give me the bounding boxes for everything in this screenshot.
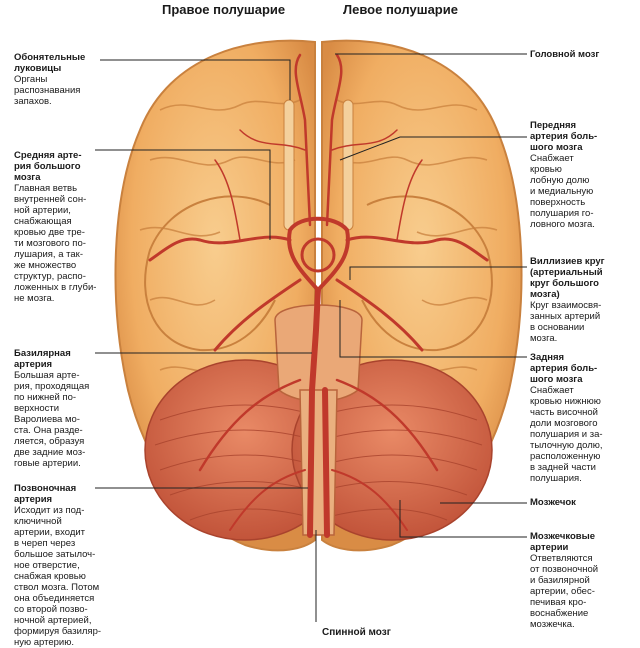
label-cerebellar-desc: Ответвляются от позвоночной и базилярной… bbox=[530, 553, 599, 630]
label-middle-cerebral-desc: Главная ветвь внутренней сон- ной артери… bbox=[14, 183, 97, 304]
label-cerebellum: Мозжечок bbox=[530, 497, 634, 508]
olfactory-bulb-left bbox=[342, 99, 354, 231]
label-willis-title: Виллизиев круг (артериальный круг большо… bbox=[530, 256, 605, 300]
spinal-cord bbox=[299, 389, 338, 536]
label-anterior-cerebral-artery: Передняя артерия боль- шого мозга Снабжа… bbox=[530, 120, 634, 230]
label-brain-title: Головной мозг bbox=[530, 49, 600, 60]
label-olfactory-desc: Органы распознавания запахов. bbox=[14, 74, 81, 107]
label-willis-desc: Круг взаимосвя- занных артерий в основан… bbox=[530, 300, 602, 344]
left-hemisphere-header: Левое полушарие bbox=[343, 2, 458, 17]
label-posterior-cerebral-desc: Снабжает кровью нижнюю часть височной до… bbox=[530, 385, 603, 484]
label-cerebellum-title: Мозжечок bbox=[530, 497, 576, 508]
label-circle-of-willis: Виллизиев круг (артериальный круг большо… bbox=[530, 256, 634, 344]
label-posterior-cerebral-artery: Задняя артерия боль- шого мозга Снабжает… bbox=[530, 352, 634, 484]
cerebellum-left bbox=[291, 359, 493, 541]
right-hemisphere-header: Правое полушарие bbox=[162, 2, 286, 17]
olfactory-bulb-right bbox=[283, 99, 295, 231]
label-posterior-cerebral-title: Задняя артерия боль- шого мозга bbox=[530, 352, 598, 385]
label-cerebellar-title: Мозжечковые артерии bbox=[530, 531, 596, 553]
label-basilar-artery: Базилярная артерия Большая арте- рия, пр… bbox=[14, 348, 126, 469]
label-olfactory-bulbs: Обонятельные луковицы Органы распознаван… bbox=[14, 52, 126, 107]
label-vertebral-desc: Исходит из под- ключичной артерии, входи… bbox=[14, 505, 102, 648]
label-anterior-cerebral-title: Передняя артерия боль- шого мозга bbox=[530, 120, 598, 153]
label-cerebellar-arteries: Мозжечковые артерии Ответвляются от позв… bbox=[530, 531, 634, 630]
label-middle-cerebral-title: Средняя арте- рия большого мозга bbox=[14, 150, 82, 183]
label-basilar-title: Базилярная артерия bbox=[14, 348, 71, 370]
label-spinal-cord: Спинной мозг bbox=[322, 627, 391, 638]
label-vertebral-title: Позвоночная артерия bbox=[14, 483, 77, 505]
label-brain: Головной мозг bbox=[530, 49, 634, 60]
label-olfactory-title: Обонятельные луковицы bbox=[14, 52, 86, 74]
label-middle-cerebral-artery: Средняя арте- рия большого мозга Главная… bbox=[14, 150, 126, 304]
label-basilar-desc: Большая арте- рия, проходящая по нижней … bbox=[14, 370, 90, 469]
label-anterior-cerebral-desc: Снабжает кровью лобную долю и медиальную… bbox=[530, 153, 595, 230]
circle-of-willis bbox=[300, 237, 336, 273]
label-vertebral-artery: Позвоночная артерия Исходит из под- ключ… bbox=[14, 483, 126, 648]
